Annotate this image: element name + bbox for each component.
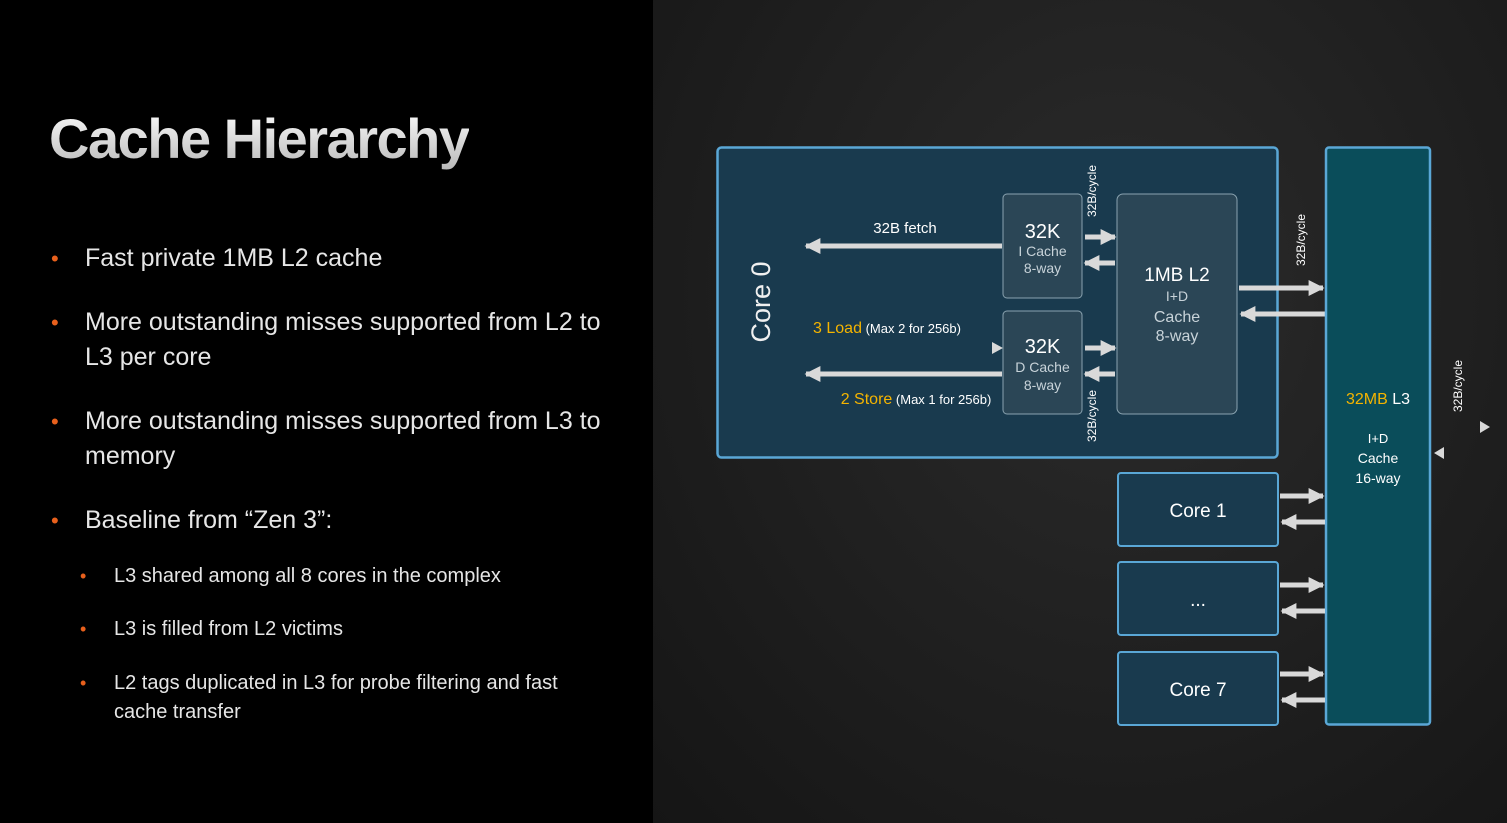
icache-box (1002, 193, 1083, 299)
l3-size: 32MB L3 (1346, 391, 1410, 408)
l2-box (1116, 193, 1238, 415)
core7-label: Core 7 (1169, 680, 1226, 701)
bullet-text: L2 tags duplicated in L3 for probe filte… (114, 672, 558, 723)
load-label-main: 3 Load (813, 320, 862, 337)
dcache-box (1002, 310, 1083, 415)
bullet-dot-icon: • (51, 246, 59, 271)
l2-name: Cache (1154, 309, 1200, 326)
load-label: 3 Load (Max 2 for 256b) (813, 320, 961, 337)
l3-box (1324, 146, 1432, 726)
bullet-text: L3 is filled from L2 victims (114, 618, 343, 640)
bullet-dot-icon: • (51, 508, 59, 533)
more-cores-label: ... (1190, 590, 1206, 611)
bullet-dot-icon: • (80, 673, 87, 693)
bullet-text: More outstanding misses supported from L… (85, 308, 601, 371)
bullet-text: Fast private 1MB L2 cache (85, 244, 383, 272)
bullet-item: • Baseline from “Zen 3”: (51, 503, 605, 538)
fetch-label: 32B fetch (873, 220, 936, 237)
bandwidth-label: 32B/cycle (1451, 360, 1465, 412)
dcache-assoc: 8-way (1024, 377, 1061, 393)
core1-label: Core 1 (1169, 501, 1226, 522)
icache-size: 32K (1025, 221, 1061, 243)
store-label: 2 Store (Max 1 for 256b) (841, 391, 992, 408)
bullet-text: More outstanding misses supported from L… (85, 407, 601, 470)
slide-title: Cache Hierarchy (49, 107, 470, 170)
icache-name: I Cache (1018, 243, 1066, 259)
l3-name: Cache (1358, 450, 1399, 466)
l3-size-level: L3 (1392, 391, 1410, 408)
sub-bullet-item: • L3 is filled from L2 victims (80, 615, 584, 644)
bullet-item: • More outstanding misses supported from… (51, 305, 605, 375)
core7-box (1117, 651, 1279, 726)
store-label-main: 2 Store (841, 391, 893, 408)
store-label-note: (Max 1 for 256b) (896, 392, 991, 407)
bullet-item: • Fast private 1MB L2 cache (51, 241, 605, 276)
memory-to-l3-arrow-head (1434, 447, 1444, 459)
l2-assoc: 8-way (1156, 328, 1199, 345)
bullet-text: L3 shared among all 8 cores in the compl… (114, 565, 501, 587)
bandwidth-label: 32B/cycle (1085, 390, 1099, 442)
core0-label: Core 0 (746, 261, 776, 342)
dcache-size: 32K (1025, 336, 1061, 358)
load-arrow-head (992, 342, 1003, 354)
more-cores-box (1117, 561, 1279, 636)
bullet-dot-icon: • (80, 619, 87, 639)
bandwidth-label: 32B/cycle (1294, 214, 1308, 266)
icache-assoc: 8-way (1024, 260, 1061, 276)
load-label-note: (Max 2 for 256b) (866, 321, 961, 336)
l3-size-value: 32MB (1346, 391, 1388, 408)
bullet-dot-icon: • (51, 409, 59, 434)
l2-size: 1MB L2 (1144, 265, 1209, 286)
l3-assoc: 16-way (1355, 470, 1400, 486)
bandwidth-label: 32B/cycle (1085, 165, 1099, 217)
sub-bullet-item: • L3 shared among all 8 cores in the com… (80, 562, 584, 591)
text-panel: Cache Hierarchy • Fast private 1MB L2 ca… (0, 0, 653, 823)
bullet-dot-icon: • (51, 310, 59, 335)
bullet-dot-icon: • (80, 566, 87, 586)
bullet-item: • More outstanding misses supported from… (51, 404, 605, 474)
l3-to-memory-arrow-head (1480, 421, 1490, 433)
bullet-text: Baseline from “Zen 3”: (85, 506, 333, 534)
l2-type: I+D (1166, 288, 1188, 304)
dcache-name: D Cache (1015, 359, 1070, 375)
l3-type: I+D (1368, 431, 1389, 446)
core1-box (1117, 472, 1279, 547)
sub-bullet-item: • L2 tags duplicated in L3 for probe fil… (80, 669, 584, 727)
